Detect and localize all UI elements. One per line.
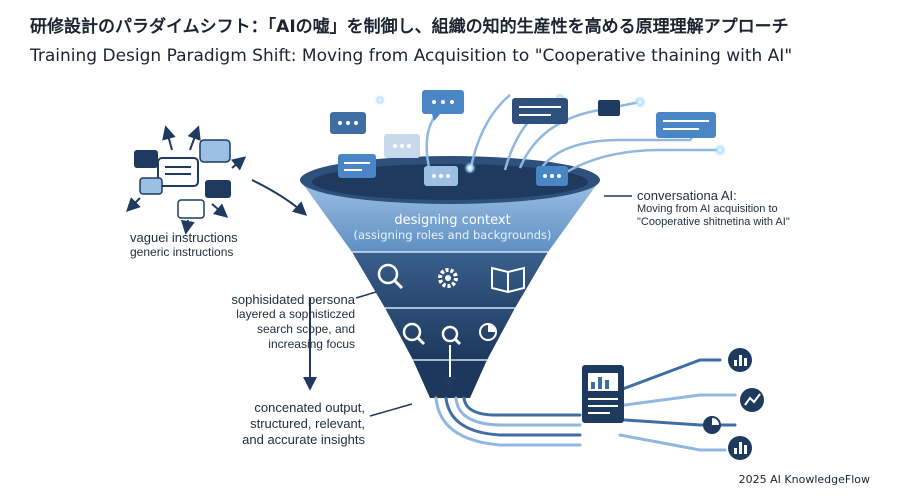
chat-bubble-icon <box>422 90 464 121</box>
document-icon <box>582 365 624 423</box>
context-title: designing context <box>394 213 511 228</box>
magnifier-icon <box>441 325 462 346</box>
line-chart-icon <box>740 388 764 412</box>
chat-bubble-icon <box>656 112 716 138</box>
chat-bubble-icon <box>384 134 420 158</box>
chat-bubble-icon <box>338 154 376 178</box>
persona-line-1: layered a sophisticzed <box>236 307 355 321</box>
persona-line-2: search scope, and <box>256 322 355 336</box>
vague-sub: generic instructions <box>130 245 234 259</box>
chat-bubble-icon <box>598 100 620 116</box>
chat-bubble-icon <box>536 166 568 186</box>
page-title-en: Training Design Paradigm Shift: Moving f… <box>30 46 793 66</box>
bar-chart-icon <box>728 348 752 372</box>
page-title-jp: 研修設計のパラダイムシフト：「AIの嘘」を制御し、組織の知的生産性を高める原理理… <box>30 17 789 37</box>
persona-label: sophisidated persona layered a sophistic… <box>195 292 355 352</box>
chat-bubble-icon <box>512 98 568 124</box>
book-icon <box>491 266 525 294</box>
gear-icon <box>438 268 458 288</box>
credit: 2025 AI KnowledgeFlow <box>738 473 870 486</box>
chat-bubble-icon <box>424 166 458 186</box>
vague-instructions-label: vaguei instructions generic instructions <box>130 230 238 259</box>
magnifier-icon <box>402 322 426 346</box>
context-subtitle: (assigning roles and backgrounds) <box>353 228 552 242</box>
output-line-2: structured, relevant, <box>250 416 365 431</box>
magnifier-icon <box>377 263 404 290</box>
pie-chart-icon <box>703 416 721 434</box>
conv-heading: conversationa AI: <box>637 188 737 203</box>
arrow-to-funnel <box>251 179 308 216</box>
output-pointer <box>369 403 413 417</box>
vague-chat-cluster <box>126 125 247 235</box>
conversational-ai-label: conversationa AI: Moving from AI acquisi… <box>637 188 790 229</box>
output-label: concenated output, structured, relevant,… <box>215 400 365 448</box>
persona-pointer <box>355 291 377 299</box>
conv-line-2: "Cooperative shitnetina with AI" <box>637 216 790 228</box>
chat-bubble-icon <box>330 112 366 134</box>
conv-line-1: Moving from AI acquisition to <box>637 203 778 215</box>
bar-chart-icon <box>728 436 752 460</box>
output-line-3: and accurate insights <box>242 432 365 447</box>
persona-heading: sophisidated persona <box>231 292 355 307</box>
output-line-1: concenated output, <box>254 400 365 415</box>
pie-chart-icon <box>479 323 497 341</box>
funnel-context-label: designing context (assigning roles and b… <box>340 213 565 242</box>
output-streams <box>434 358 737 452</box>
persona-line-3: increasing focus <box>268 337 355 351</box>
vague-heading: vaguei instructions <box>130 230 238 245</box>
